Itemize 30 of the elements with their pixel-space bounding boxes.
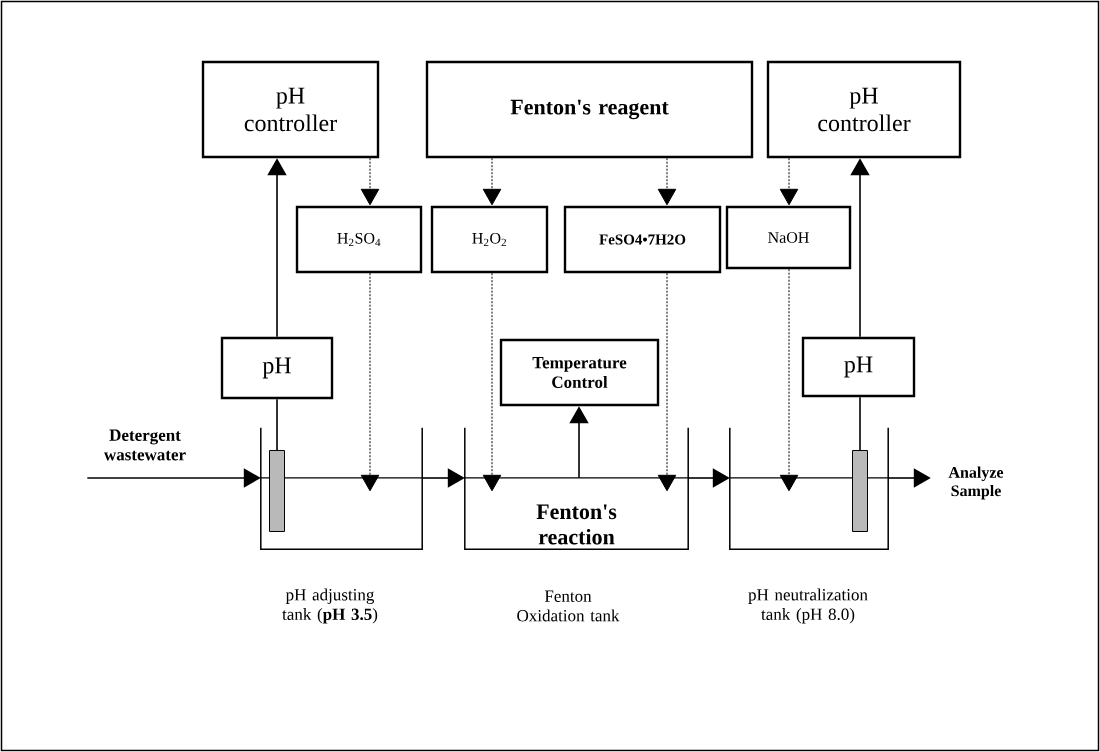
arrow [779,157,799,206]
arrow [360,272,380,492]
arrow [360,157,380,206]
tank-caption: Fenton Oxidation tank [517,590,620,622]
ph-probe [269,450,285,532]
chemical-box: FeSO4•7H2O [563,205,722,274]
flow-label: Analyze Sample [948,466,1004,500]
tank: Fenton's reaction [464,427,689,550]
tank-caption: pH adjusting tank (pH 3.5) [282,588,378,624]
chemical-box: H$_{2}$O$_{2}$ [430,205,549,274]
tank [260,427,423,550]
sensor-box: pH [801,336,916,398]
connector-line [276,398,278,451]
reagent-box: Fenton's reagent [425,60,754,159]
tank-caption: pH neutralization tank (pH 8.0) [748,588,868,624]
chemical-box: NaOH [725,205,852,270]
arrow [482,272,502,492]
chemical-box: H$_{2}$SO$_{4}$ [295,205,423,274]
sensor-box: pH [220,336,334,400]
connector-line [859,396,861,451]
tank [729,427,889,550]
ph-probe [852,450,868,532]
arrow [657,157,677,206]
arrow [657,272,677,492]
flow-label: Detergent wastewater [104,429,186,461]
control-box: Temperature Control [499,338,660,407]
controller-box: pH controller [766,60,962,159]
arrow [779,268,799,492]
arrow [482,157,502,206]
controller-box: pH controller [201,60,380,159]
